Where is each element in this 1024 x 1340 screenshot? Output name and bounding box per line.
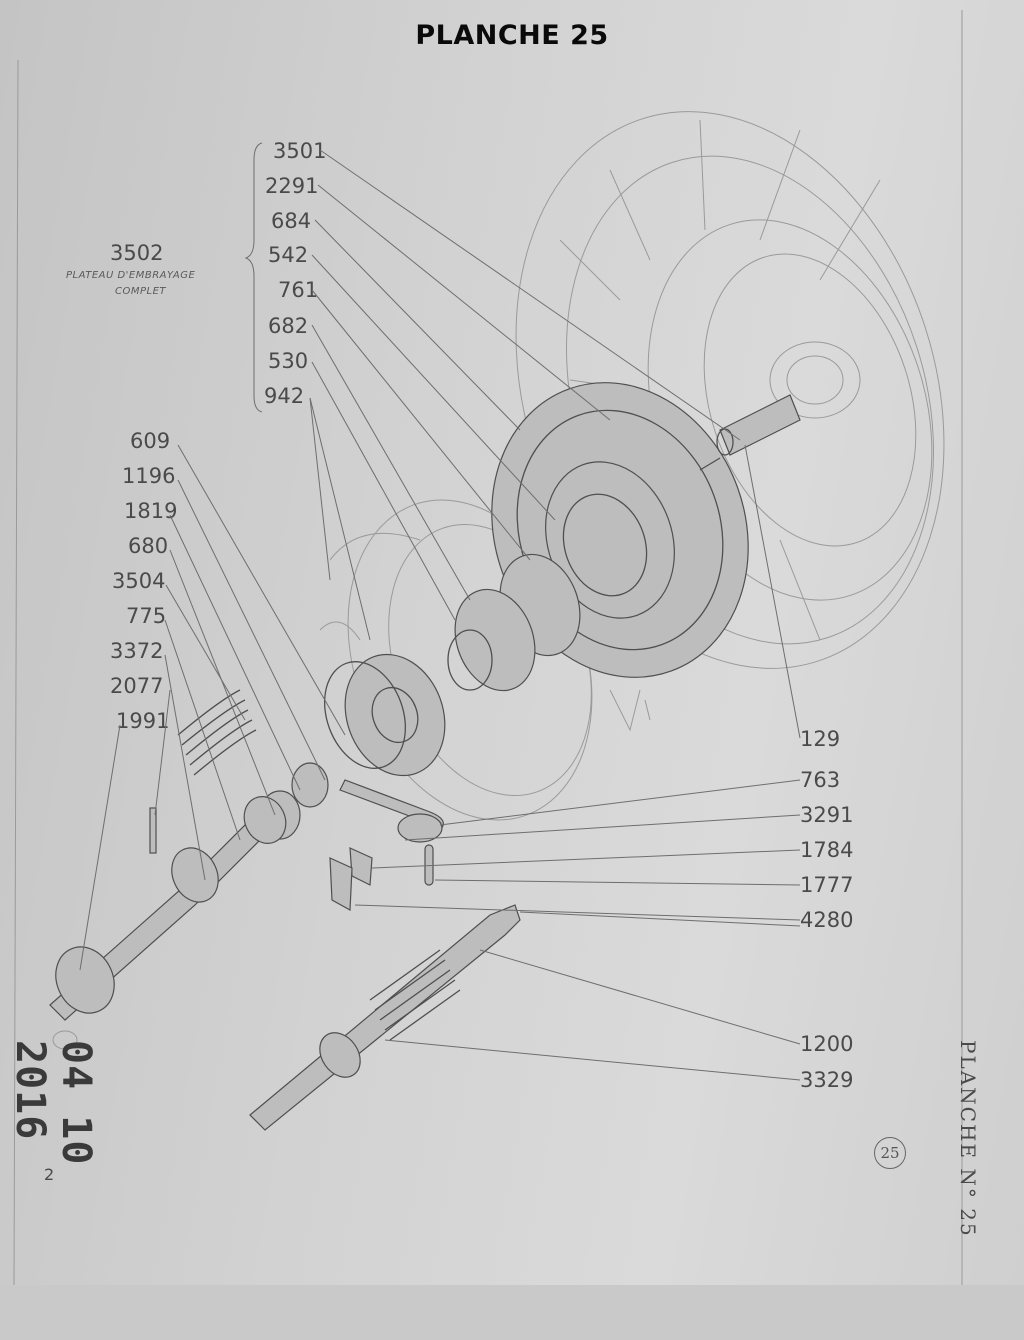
left-leaders [79,444,346,971]
assembly-caption-line2: COMPLET [115,286,166,297]
small-ring [52,1030,78,1050]
left-label-4: 3504 [112,569,165,593]
group-label-3: 542 [268,243,308,267]
group-leaders [309,149,741,641]
page-number-badge: 25 [874,1137,906,1169]
left-label-0: 609 [130,429,170,453]
sprockets [447,553,581,692]
left-label-1: 1196 [122,464,175,488]
spring [177,689,257,776]
group-label-1: 2291 [265,174,318,198]
small-parts [149,807,434,911]
left-label-8: 1991 [116,709,169,733]
left-label-2: 1819 [124,499,177,523]
left-shaft [49,796,287,1021]
side-title: PLANCHE N° 25 [956,1040,980,1238]
washers [259,653,446,840]
right-label-3: 1784 [800,838,853,862]
right-leaders [354,444,801,1081]
group-label-7: 942 [264,384,304,408]
signature-mark [609,689,651,732]
right-label-1: 763 [800,768,840,792]
assembly-caption-line1: PLATEAU D'EMBRAYAGE [66,270,195,281]
group-label-5: 682 [268,314,308,338]
assembly-callout: 3502 PLATEAU D'EMBRAYAGE COMPLET [66,142,263,413]
assembly-number: 3502 [110,241,163,265]
left-labels: 609 1196 1819 680 3504 775 3372 2077 199… [110,429,177,733]
lever [339,779,444,843]
left-label-5: 775 [126,604,166,628]
right-label-6: 1200 [800,1032,853,1056]
right-label-7: 3329 [800,1068,853,1092]
right-shaft [249,904,521,1131]
group-label-2: 684 [271,209,311,233]
left-label-7: 2077 [110,674,163,698]
date-stamp: 04 10 2016 [7,1040,99,1166]
right-label-0: 129 [800,727,840,751]
right-label-4: 1777 [800,873,853,897]
drawing-sheet: PLANCHE 25 [0,0,1024,1285]
group-label-6: 530 [268,349,308,373]
left-label-3: 680 [128,534,168,558]
left-label-6: 3372 [110,639,163,663]
page-title: PLANCHE 25 [415,20,609,51]
right-labels: 129 763 3291 1784 1777 4280 1200 3329 [800,727,853,1092]
frame-line-left [13,59,19,1285]
group-label-4: 761 [278,278,318,302]
right-label-2: 3291 [800,803,853,827]
bottom-left-mark: 2 [44,1165,54,1184]
group-labels: 3501 2291 684 542 761 682 530 942 [264,139,326,408]
exploded-diagram: 3502 PLATEAU D'EMBRAYAGE COMPLET 3501 22… [13,10,963,1285]
right-label-5: 4280 [800,908,853,932]
assembly-brace [244,142,263,413]
group-label-0: 3501 [273,139,326,163]
